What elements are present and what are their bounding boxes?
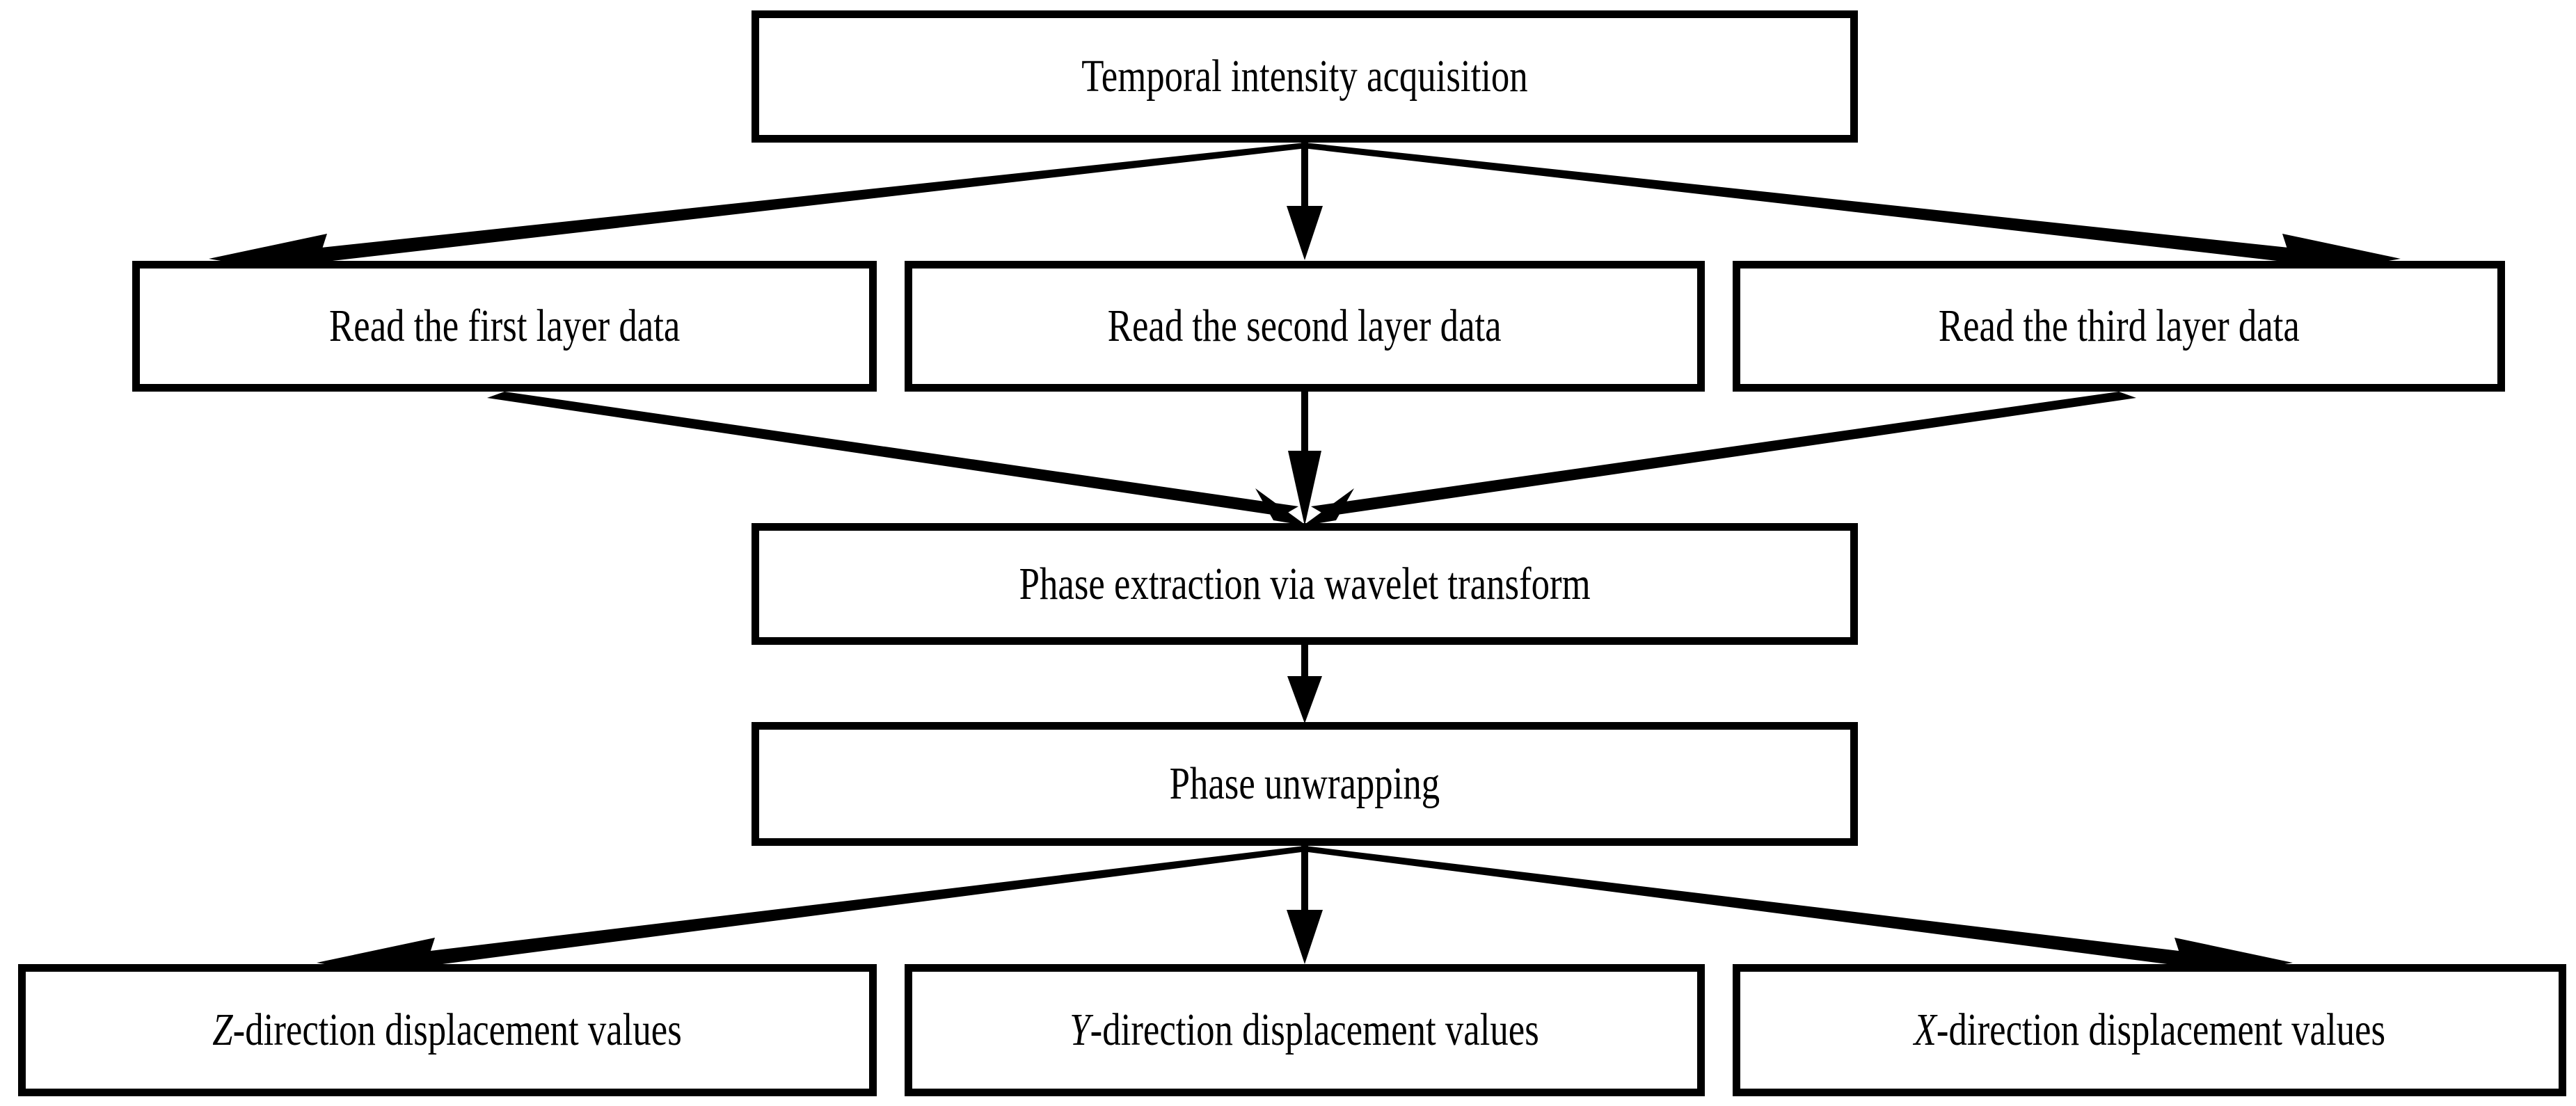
edge-unwrapping-to-y	[1287, 846, 1323, 964]
node-label-read-third-layer: Read the third layer data	[1938, 300, 2300, 351]
node-label-phase-unwrapping: Phase unwrapping	[1169, 758, 1440, 809]
node-label-y-direction-rest: -direction displacement values	[1090, 1004, 1540, 1055]
edge-first-to-extraction	[487, 392, 1307, 526]
edge-acq-to-first	[209, 143, 1307, 277]
edge-second-to-extraction	[1288, 392, 1321, 526]
node-phase-extraction[interactable]: Phase extraction via wavelet transform	[752, 523, 1858, 645]
node-x-direction-displacement[interactable]: X-direction displacement values	[1733, 964, 2566, 1096]
edge-acq-to-second	[1287, 143, 1323, 260]
edge-third-to-extraction	[1303, 392, 2136, 526]
edge-acq-to-third	[1303, 143, 2401, 277]
axis-letter-y: Y	[1070, 1004, 1091, 1055]
node-label-read-second-layer: Read the second layer data	[1108, 300, 1502, 351]
node-temporal-intensity-acquisition[interactable]: Temporal intensity acquisition	[752, 10, 1858, 143]
node-label-x-direction-displacement: X-direction displacement values	[1914, 1007, 2385, 1053]
node-y-direction-displacement[interactable]: Y-direction displacement values	[905, 964, 1705, 1096]
edge-extraction-to-unwrapping	[1287, 645, 1322, 723]
node-label-x-direction-rest: -direction displacement values	[1936, 1004, 2385, 1055]
node-label-read-first-layer: Read the first layer data	[328, 300, 681, 351]
edge-unwrapping-to-z	[317, 846, 1307, 981]
node-label-phase-extraction: Phase extraction via wavelet transform	[1019, 558, 1591, 609]
node-label-z-direction-rest: -direction displacement values	[233, 1004, 683, 1055]
axis-letter-z: Z	[212, 1004, 234, 1055]
node-z-direction-displacement[interactable]: Z-direction displacement values	[18, 964, 877, 1096]
edge-unwrapping-to-x	[1303, 846, 2293, 981]
node-read-third-layer[interactable]: Read the third layer data	[1733, 261, 2505, 392]
axis-letter-x: X	[1914, 1004, 1937, 1055]
node-phase-unwrapping[interactable]: Phase unwrapping	[752, 722, 1858, 846]
node-read-second-layer[interactable]: Read the second layer data	[905, 261, 1705, 392]
node-label-temporal-intensity-acquisition: Temporal intensity acquisition	[1081, 51, 1528, 102]
node-read-first-layer[interactable]: Read the first layer data	[132, 261, 877, 392]
node-label-y-direction-displacement: Y-direction displacement values	[1070, 1007, 1539, 1053]
node-label-z-direction-displacement: Z-direction displacement values	[213, 1007, 682, 1053]
